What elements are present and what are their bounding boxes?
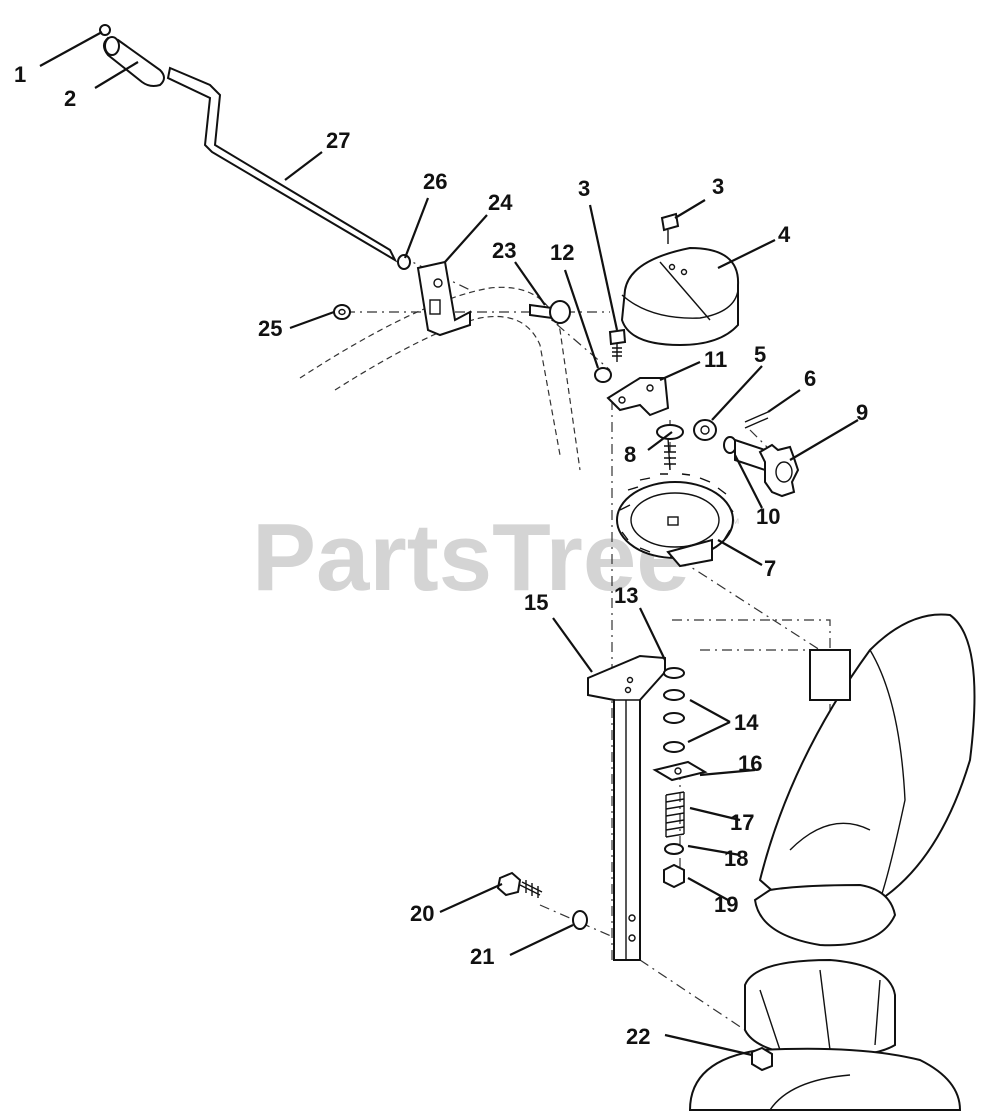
callout-22: 22 — [626, 1024, 650, 1049]
part-5-bushing — [693, 419, 717, 441]
part-12-lock-washer — [594, 367, 612, 383]
part-1-nut — [99, 24, 111, 36]
part-3-screw-top — [660, 212, 680, 244]
part-17-spring — [665, 791, 685, 838]
callout-11: 11 — [704, 347, 727, 372]
callout-6: 6 — [804, 366, 816, 391]
part-21-washer — [572, 910, 588, 930]
callout-1: 1 — [14, 62, 26, 87]
chute-outline-dashed — [299, 255, 831, 1041]
callout-23: 23 — [492, 238, 516, 263]
callout-12: 12 — [550, 240, 574, 265]
part-3-screw-left — [608, 328, 627, 362]
part-18-washer — [664, 843, 684, 855]
callout-24: 24 — [488, 190, 513, 215]
part-2-handle-grip — [103, 36, 165, 87]
callout-15: 15 — [524, 590, 548, 615]
callout-9: 9 — [856, 400, 868, 425]
callout-labels: 1 2 27 26 24 23 25 3 3 12 4 11 5 6 9 8 1… — [14, 62, 868, 1049]
part-11-bracket — [606, 377, 670, 417]
callout-5: 5 — [754, 342, 766, 367]
callout-14: 14 — [734, 710, 759, 735]
part-27-crank-rod — [166, 66, 398, 263]
callout-16: 16 — [738, 751, 762, 776]
callout-8: 8 — [624, 442, 636, 467]
callout-13: 13 — [614, 583, 638, 608]
callout-21: 21 — [470, 944, 494, 969]
callout-18: 18 — [724, 846, 748, 871]
part-22-nut — [751, 1046, 773, 1072]
callout-10: 10 — [756, 504, 780, 529]
part-7-ring-gear — [616, 473, 734, 568]
callout-2: 2 — [64, 86, 76, 111]
part-20-bolt — [496, 871, 543, 898]
callout-26: 26 — [423, 169, 447, 194]
discharge-chute — [688, 613, 976, 1111]
part-16-plate — [652, 760, 708, 782]
part-19-nut — [663, 863, 685, 889]
leader-lines — [39, 31, 859, 1057]
callout-4: 4 — [778, 222, 791, 247]
part-13-washer — [663, 667, 685, 679]
callout-19: 19 — [714, 892, 738, 917]
part-24-bracket — [416, 260, 471, 337]
part-15-support-bracket — [587, 654, 666, 961]
callout-7: 7 — [764, 556, 776, 581]
callout-27: 27 — [326, 128, 350, 153]
part-26-clip — [397, 254, 411, 270]
callout-20: 20 — [410, 901, 434, 926]
callout-3-left: 3 — [578, 176, 590, 201]
part-23-bolt — [529, 300, 571, 324]
callout-25: 25 — [258, 316, 282, 341]
part-25-washer — [333, 304, 351, 320]
callout-3-right: 3 — [712, 174, 724, 199]
part-6-cotter-pin — [744, 411, 769, 429]
callout-17: 17 — [730, 810, 754, 835]
part-4-cap — [620, 246, 740, 347]
part-14-washers — [663, 689, 685, 753]
part-8-carriage-bolt — [656, 424, 684, 471]
part-9-pinion-gear — [734, 438, 800, 498]
